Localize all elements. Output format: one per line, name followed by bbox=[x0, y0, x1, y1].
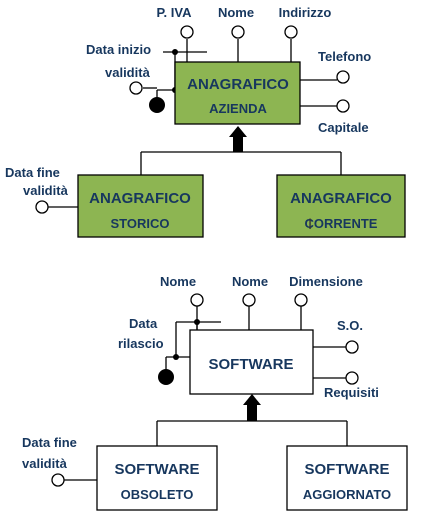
label-piva: P. IVA bbox=[157, 5, 193, 20]
entity-software-aggiornato bbox=[286, 445, 408, 511]
label-so: S.O. bbox=[337, 318, 363, 333]
entity-software-aggiornato-line1: SOFTWARE bbox=[305, 461, 390, 478]
label-data-inizio: Data inizio bbox=[86, 42, 151, 57]
entity-anagrafico-storico-line1: ANAGRAFICO bbox=[89, 190, 191, 207]
entity-software-obsoleto bbox=[96, 445, 218, 511]
label-validita-fine-top: validità bbox=[23, 183, 69, 198]
entity-anagrafico-corrente-line2: CORRENTE bbox=[305, 216, 378, 231]
attr-indirizzo-circle bbox=[284, 25, 298, 39]
text-cursor-icon: I bbox=[308, 217, 312, 233]
entity-software-aggiornato-line2: AGGIORNATO bbox=[303, 487, 391, 502]
attr-capitale-circle bbox=[336, 99, 350, 113]
entity-anagrafico-storico bbox=[77, 174, 204, 238]
attr-nome-circle bbox=[231, 25, 245, 39]
attr-data-inizio-circle bbox=[129, 81, 143, 95]
attr-so-circle bbox=[345, 340, 359, 354]
label-nome2: Nome bbox=[232, 274, 268, 289]
attr-piva-circle bbox=[180, 25, 194, 39]
identifier-dot-software bbox=[158, 369, 174, 385]
attr-dimensione-circle bbox=[294, 293, 308, 307]
label-nome1: Nome bbox=[160, 274, 196, 289]
label-rilascio: rilascio bbox=[118, 336, 164, 351]
attr-data-fine-bottom-circle bbox=[51, 473, 65, 487]
attr-nome2-circle bbox=[242, 293, 256, 307]
attr-data-fine-top-circle bbox=[35, 200, 49, 214]
label-nome: Nome bbox=[218, 5, 254, 20]
entity-anagrafico-corrente bbox=[276, 174, 406, 238]
label-requisiti: Requisiti bbox=[324, 385, 379, 400]
entity-software bbox=[189, 329, 314, 395]
label-data-fine-bottom: Data fine bbox=[22, 435, 77, 450]
entity-anagrafico-azienda-line1: ANAGRAFICO bbox=[187, 76, 289, 93]
entity-anagrafico-azienda-line2: AZIENDA bbox=[209, 101, 267, 116]
label-indirizzo: Indirizzo bbox=[279, 5, 332, 20]
label-validita: validità bbox=[105, 65, 151, 80]
label-data-rilascio: Data bbox=[129, 316, 158, 331]
entity-software-label: SOFTWARE bbox=[209, 356, 294, 373]
label-telefono: Telefono bbox=[318, 49, 371, 64]
entity-anagrafico-corrente-line1: ANAGRAFICO bbox=[290, 190, 392, 207]
entity-anagrafico-azienda bbox=[174, 61, 301, 125]
entity-software-obsoleto-line2: OBSOLETO bbox=[121, 487, 194, 502]
attr-nome1-circle bbox=[190, 293, 204, 307]
label-dimensione: Dimensione bbox=[289, 274, 363, 289]
entity-software-obsoleto-line1: SOFTWARE bbox=[115, 461, 200, 478]
attr-telefono-circle bbox=[336, 70, 350, 84]
label-capitale: Capitale bbox=[318, 120, 369, 135]
entity-anagrafico-storico-line2: STORICO bbox=[111, 216, 170, 231]
attr-requisiti-circle bbox=[345, 371, 359, 385]
label-validita-fine-bottom: validità bbox=[22, 456, 68, 471]
label-data-fine-top: Data fine bbox=[5, 165, 60, 180]
identifier-dot bbox=[149, 97, 165, 113]
